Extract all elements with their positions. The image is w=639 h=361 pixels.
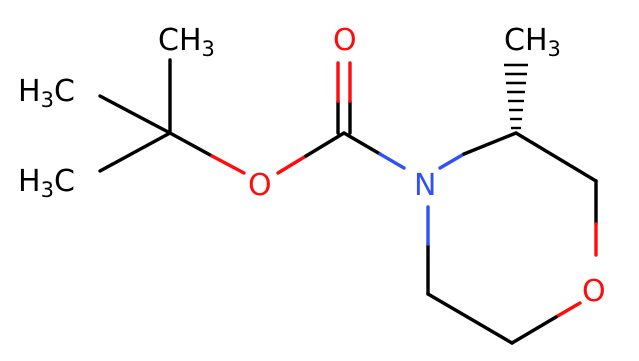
bond-o-carbonyl-black [304, 131, 346, 158]
bond-c-n-black [342, 131, 382, 156]
bond-n-c3-blue [438, 152, 466, 170]
bond-n-c3-black [462, 131, 518, 156]
bond-tbu-c-o-black [168, 131, 214, 158]
bond-o-c6-red [554, 301, 582, 319]
hashed-wedge-bond [504, 63, 528, 130]
atom-label-ester-oxygen: O [248, 168, 272, 203]
atom-label-carbonyl-oxygen: O [333, 23, 357, 58]
atom-label-methyl-left-upper: H3C [18, 74, 75, 112]
atom-label-methyl-top: CH3 [158, 23, 215, 61]
atom-label-methyl-left-lower: H3C [18, 164, 75, 202]
atom-label-methyl-right: CH3 [504, 23, 561, 61]
bond-tbu-ch3-lower-left [98, 131, 172, 173]
bond-c-n-blue [378, 152, 406, 170]
bond-tbu-c-o-red [210, 154, 246, 175]
bond-tbu-ch3-upper-left [98, 94, 172, 135]
atom-label-ring-nitrogen: N [414, 168, 436, 203]
bond-c6-c5 [426, 292, 514, 345]
bond-o-c6-black [510, 315, 558, 345]
bond-c3-c2 [514, 131, 598, 183]
bond-o-carbonyl-red [276, 154, 308, 175]
atom-label-ring-oxygen: O [582, 274, 606, 309]
